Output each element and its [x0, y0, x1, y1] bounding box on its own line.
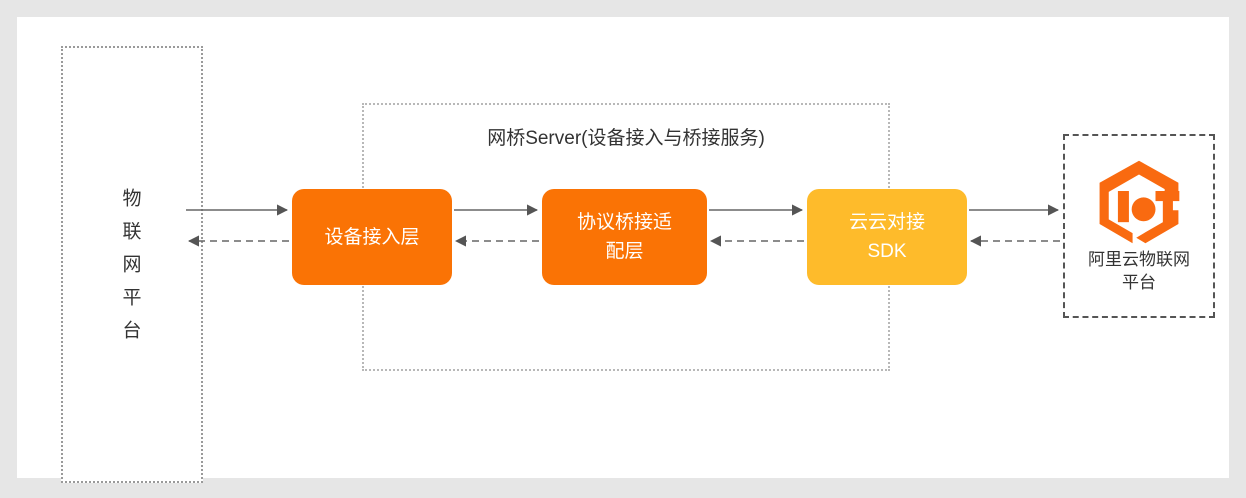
right-aliyun-iot-platform-label: 阿里云物联网 平台 — [1088, 250, 1190, 292]
left-iot-platform-box[interactable]: 物 联 网 平 台 — [61, 46, 203, 483]
box-cloud-to-cloud-sdk[interactable]: 云云对接 SDK — [807, 189, 967, 285]
box-device-access-layer[interactable]: 设备接入层 — [292, 189, 452, 285]
bridge-server-title: 网桥Server(设备接入与桥接服务) — [487, 128, 765, 149]
box-protocol-bridge-adapter-layer[interactable]: 协议桥接适 配层 — [542, 189, 707, 285]
right-aliyun-iot-platform-box[interactable]: 阿里云物联网 平台 — [1063, 134, 1215, 318]
left-iot-platform-label: 物 联 网 平 台 — [122, 188, 142, 341]
iot-hexagon-logo-icon — [1099, 160, 1180, 244]
diagram-canvas: 物 联 网 平 台 网桥Server(设备接入与桥接服务) 设备接入层 协议桥接… — [17, 17, 1229, 483]
